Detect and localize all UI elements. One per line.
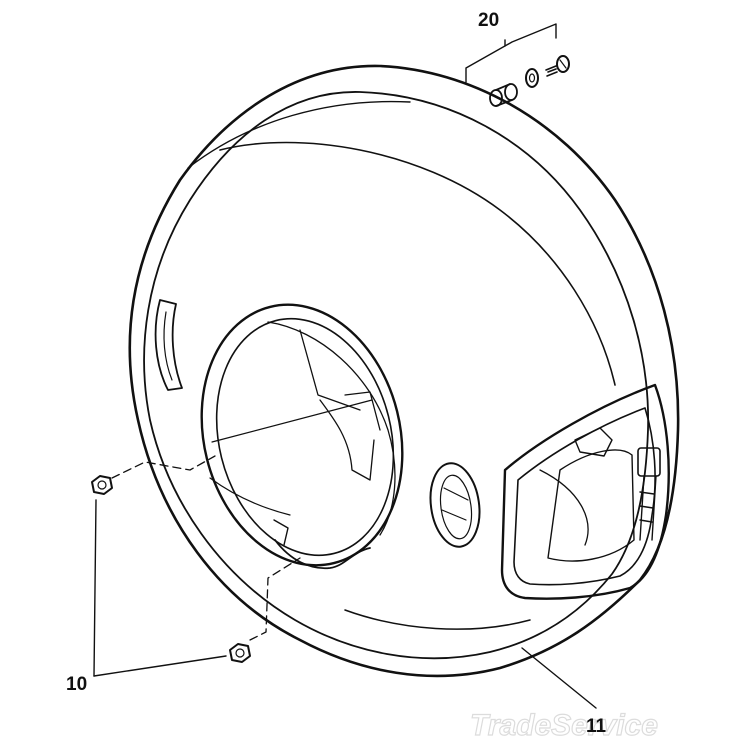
inner-blade-2 [319,399,375,481]
center-vent [429,462,481,548]
callout-11-leader [521,647,597,709]
housing-top-edge [187,100,411,169]
opening-notch-tab [273,519,289,546]
nut-lower[interactable] [229,643,251,663]
left-side-slot [154,299,183,391]
fastener-set-part-20[interactable] [465,23,570,107]
nut-lower-assembly-path [249,557,301,641]
center-opening-inner-rim [215,317,395,557]
housing-bottom-band [344,609,531,630]
nut-upper-assembly-path [111,455,216,479]
spacer-bushing [489,83,518,107]
center-opening-rim [200,303,404,567]
inner-blade-1 [299,329,361,411]
callout-11: 11 [586,716,607,737]
center-vent-inner [439,474,473,540]
housing-outline [128,64,680,678]
access-window-frame [500,383,670,600]
cord-grommet [637,447,661,477]
center-vent-detail [441,487,469,521]
housing-shoulder-line [219,141,616,386]
housing-face-rim [143,91,650,660]
lock-washer [525,68,539,88]
access-window-inner [513,407,656,586]
window-bracket [574,427,613,457]
nut-upper[interactable] [91,475,113,495]
cord-strain-relief [639,475,657,541]
callout-10-leader-lower [93,655,227,677]
callout-10-leader-upper [93,499,97,677]
callout-10: 10 [66,674,87,695]
inner-lower-line [209,477,291,516]
housing-part-11[interactable] [128,64,680,678]
inner-shaft-line [211,399,373,443]
opening-lower-notch [274,539,371,570]
left-side-slot-inner [163,311,173,381]
callout-20-bracket [465,23,557,83]
window-internal-plate [547,449,635,562]
window-internal-arc [539,469,589,546]
inner-blade-3 [344,391,381,431]
screw [545,55,570,77]
callout-20: 20 [478,10,499,31]
watermark-text: TradeService [470,709,658,742]
inner-drum-edge [267,321,396,536]
